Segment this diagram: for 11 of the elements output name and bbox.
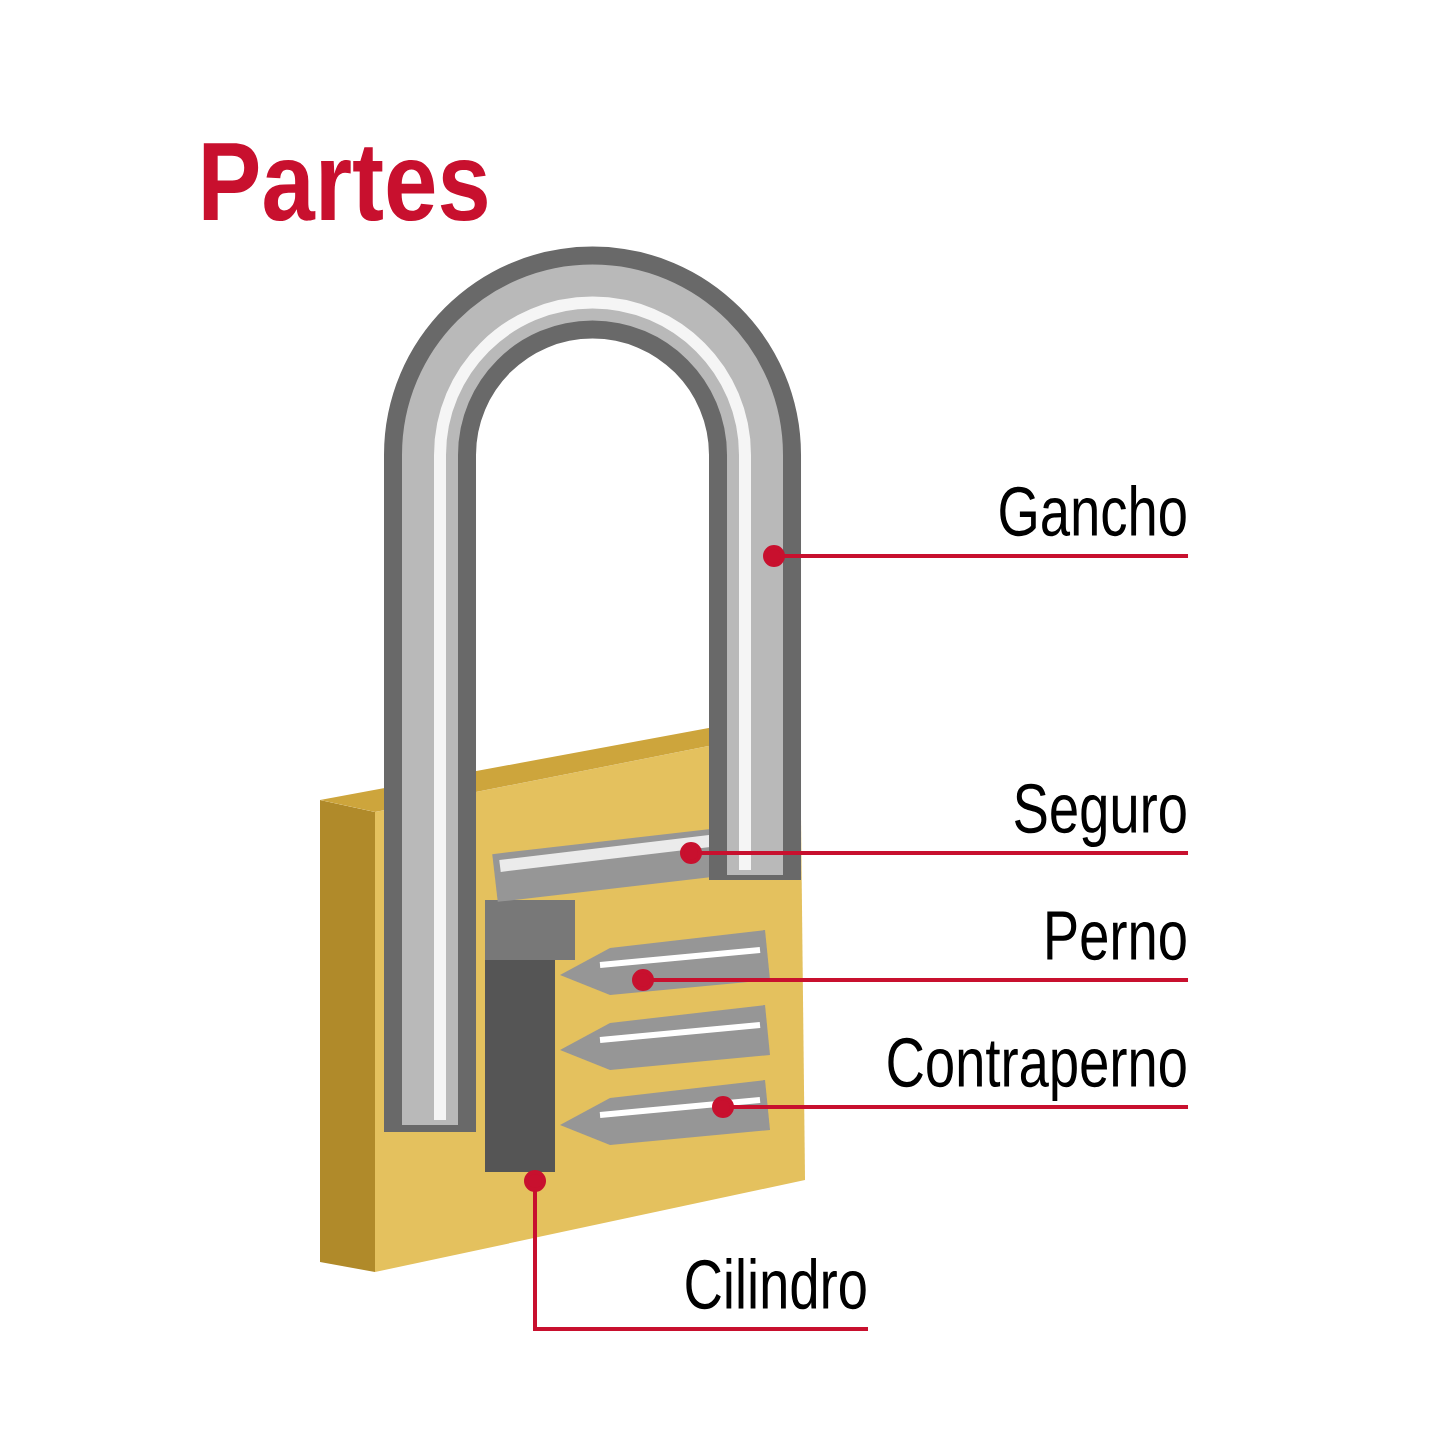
leader-line [680,842,1188,864]
leader-line [712,1096,1188,1118]
part-label: Contraperno [888,1037,1186,1101]
part-label: Seguro [1015,783,1186,847]
title: Partes [203,143,487,222]
leader-line [632,969,1188,991]
leader-line [524,1170,868,1331]
part-label: Perno [1047,911,1186,961]
leader-line [763,545,1188,567]
part-label: Cilindro [686,1258,866,1310]
part-label: Gancho [1000,485,1186,537]
